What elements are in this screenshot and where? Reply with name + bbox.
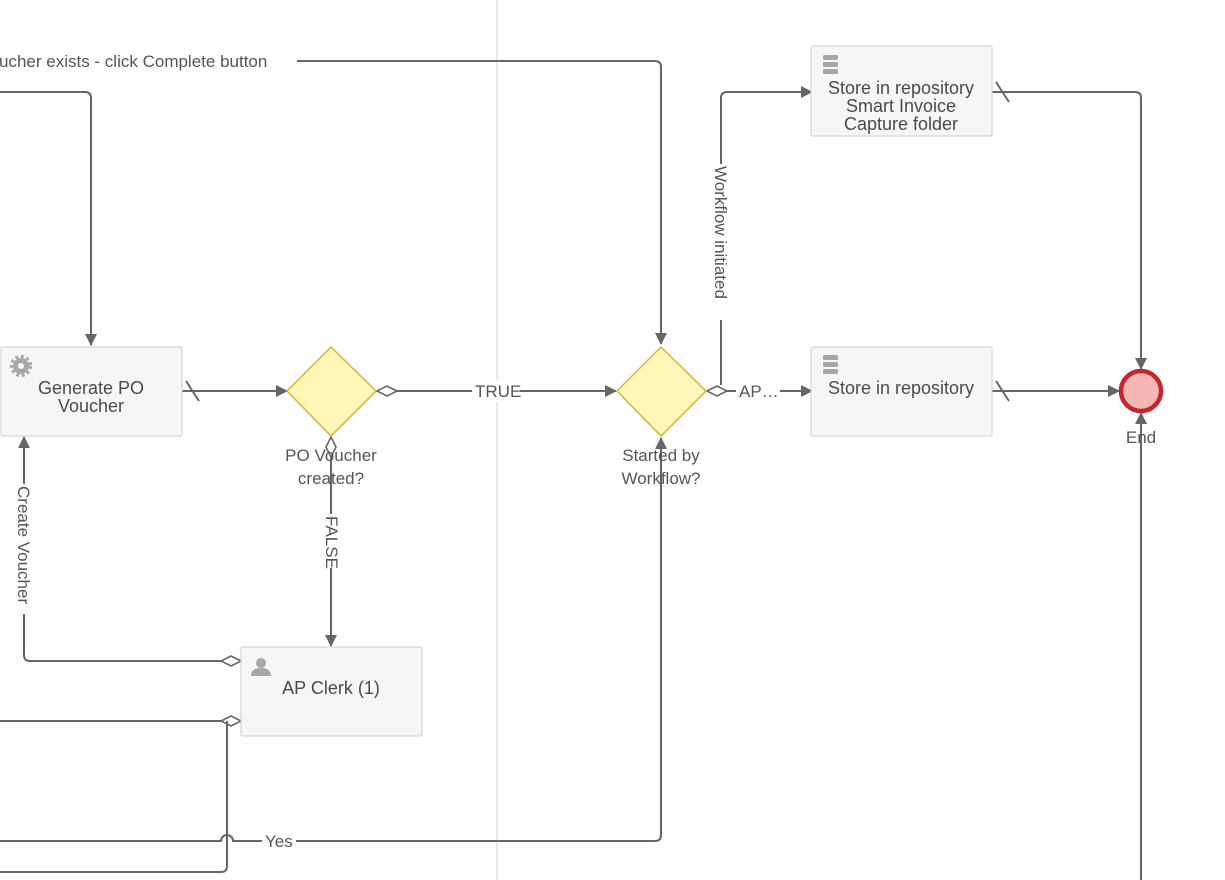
gateway-started-by-workflow[interactable]: [615, 345, 708, 438]
svg-text:Workflow?: Workflow?: [621, 469, 700, 488]
repository-icon: [823, 355, 838, 374]
edge-smart-invoice-to-end[interactable]: [992, 91, 1147, 370]
edge-label-voucher-exists-bg: [0, 49, 297, 73]
task-label-line-2: Smart Invoice: [846, 96, 956, 116]
conditional-diamond-ap: [705, 385, 729, 397]
gateway-label-started-by-workflow: Started by Workflow?: [621, 446, 700, 488]
edge-label-yes: Yes: [265, 832, 293, 851]
gear-icon: [9, 354, 33, 378]
task-generate-po-voucher[interactable]: Generate PO Voucher: [0, 346, 183, 437]
svg-text:Started by: Started by: [622, 446, 700, 465]
task-store-smart-invoice[interactable]: Store in repository Smart Invoice Captur…: [810, 45, 993, 137]
edge-yes[interactable]: [0, 437, 667, 842]
svg-text:PO Voucher: PO Voucher: [285, 446, 377, 465]
edge-label-true: TRUE: [475, 382, 521, 401]
gateway-label-po-voucher-created: PO Voucher created?: [285, 446, 377, 488]
task-ap-clerk[interactable]: AP Clerk (1): [240, 646, 423, 737]
edge-workflow-initiated[interactable]: [720, 86, 813, 385]
user-icon: [251, 658, 271, 676]
conditional-diamond-ap-left: [219, 715, 243, 727]
default-flow-slash-3: [995, 380, 1010, 402]
edge-label-ap: AP…: [739, 382, 779, 401]
task-label-line-2: Voucher: [58, 396, 124, 416]
repository-icon: [823, 55, 838, 74]
conditional-diamond-create: [219, 655, 243, 667]
conditional-diamond-true: [375, 385, 399, 397]
task-label-line-1: Generate PO: [38, 378, 144, 398]
edge-create-voucher[interactable]: [18, 436, 241, 662]
edge-label-workflow-initiated: Workflow initiated: [711, 166, 730, 299]
default-flow-slash: [185, 380, 200, 402]
gateway-po-voucher-created[interactable]: [285, 345, 378, 438]
conditional-diamond-false: [325, 435, 337, 459]
edge-label-create-voucher: Create Voucher: [14, 486, 33, 604]
svg-text:created?: created?: [298, 469, 364, 488]
edge-voucher-exists[interactable]: [0, 60, 667, 345]
task-label-line-1: Store in repository: [828, 78, 974, 98]
edge-ap-clerk-down[interactable]: [0, 721, 228, 873]
task-label-line-3: Capture folder: [844, 114, 958, 134]
end-event-label: End: [1126, 428, 1156, 447]
task-store-repository[interactable]: Store in repository: [810, 346, 993, 437]
edge-label-false: FALSE: [322, 516, 341, 569]
end-event[interactable]: [1118, 368, 1164, 414]
task-label-line-1: Store in repository: [828, 378, 974, 398]
edge-into-generate-voucher[interactable]: [0, 91, 97, 346]
task-label-line-1: AP Clerk (1): [282, 678, 380, 698]
edge-label-voucher-exists: ucher exists - click Complete button: [0, 52, 267, 71]
default-flow-slash-2: [995, 81, 1010, 103]
